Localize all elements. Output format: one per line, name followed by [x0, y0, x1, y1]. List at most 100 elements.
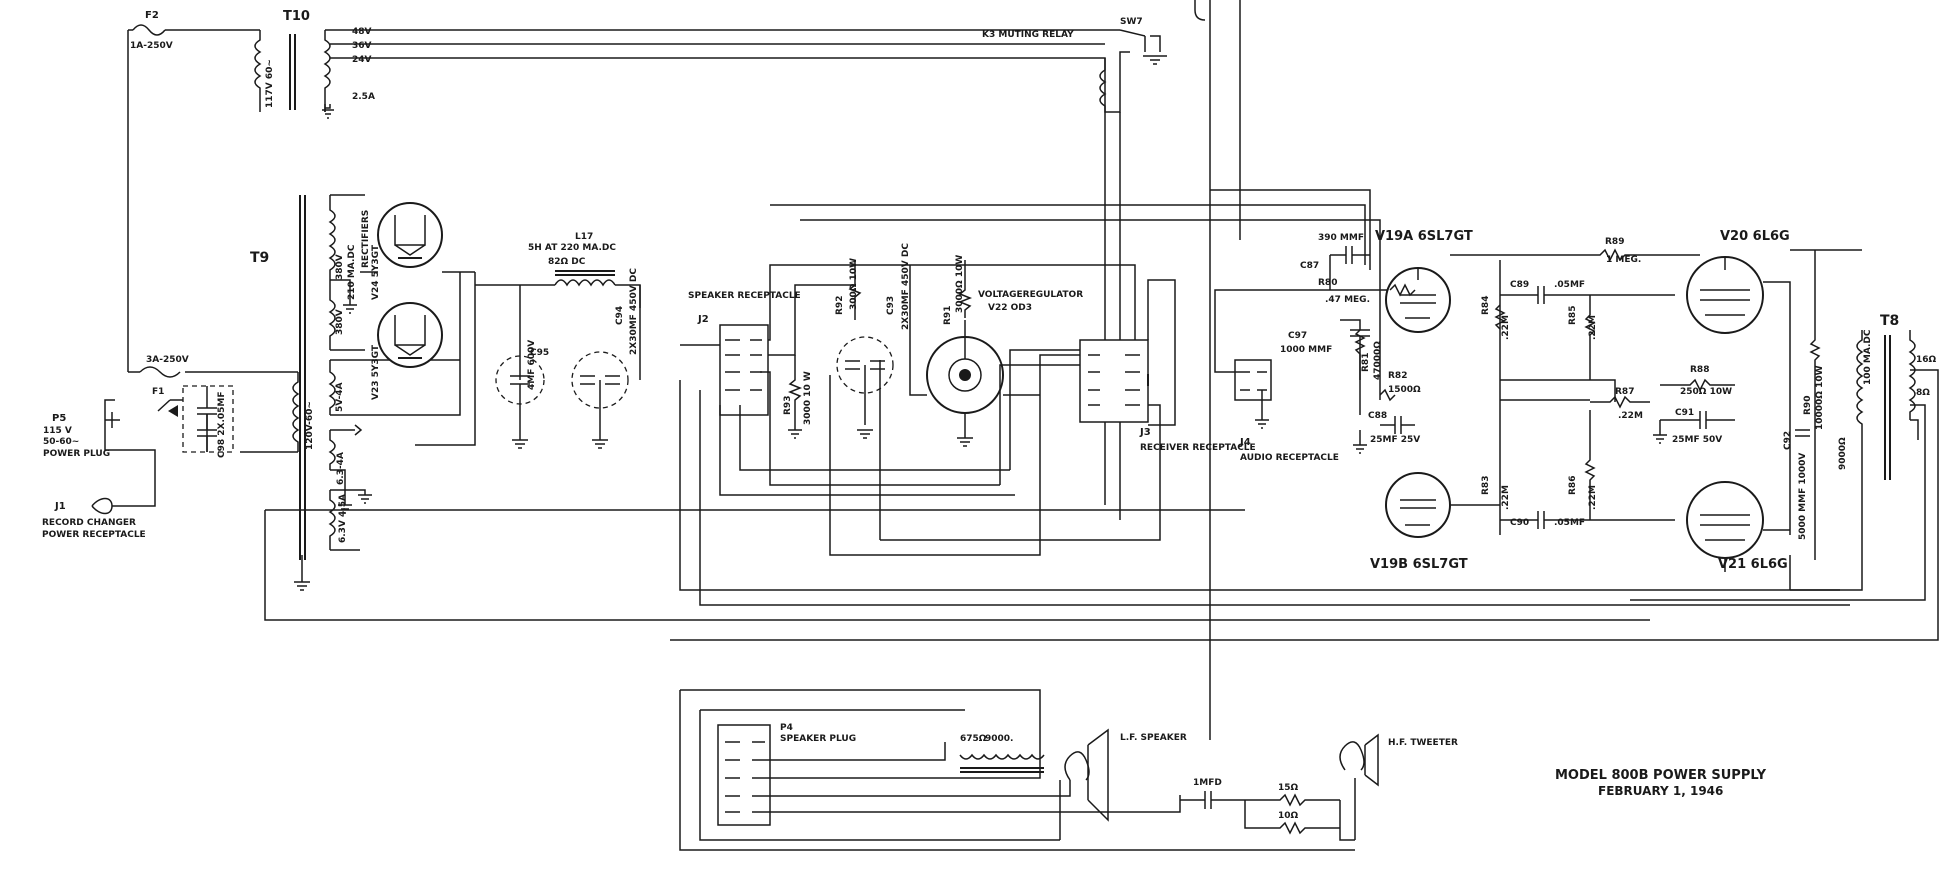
r82-value: 1500Ω [1388, 385, 1421, 395]
c95-value: 4MF 600V [527, 340, 537, 390]
r82-label: R82 [1388, 371, 1407, 381]
r81-value: 47000Ω [1373, 341, 1383, 380]
l17-spec: 5H AT 220 MA.DC [528, 243, 616, 253]
c91-value: 25MF 50V [1672, 435, 1722, 445]
c88-value: 25MF 25V [1370, 435, 1420, 445]
c98-tag: C98 2X.05MF [217, 391, 227, 458]
t10-label: T10 [283, 9, 310, 24]
t8-8-label: 8Ω [1916, 388, 1930, 398]
title-block: MODEL 800B POWER SUPPLY FEBRUARY 1, 1946 [1555, 768, 1767, 798]
v19b-label: V19B 6SL7GT [1370, 557, 1468, 572]
v19a-label: V19A 6SL7GT [1375, 229, 1473, 244]
v23-tube-icon [377, 302, 443, 368]
r80-label: R80 [1318, 278, 1337, 288]
t8-label: T8 [1880, 313, 1899, 329]
c94-value: 2X30MF 450V DC [629, 268, 639, 355]
c89-label: C89 [1510, 280, 1529, 290]
j4-label: J4 [1239, 437, 1251, 448]
c87-label: C87 [1300, 261, 1319, 271]
lf-speaker-label: L.F. SPEAKER [1120, 733, 1187, 743]
speaker-section: P4 SPEAKER PLUG 675Ω 9000. L.F. SPEAKER … [679, 689, 1458, 851]
r92-value: 300Ω 10W [849, 258, 859, 310]
j3-label: J3 [1139, 427, 1151, 438]
f2-label: F2 [145, 10, 159, 21]
r90-value: 10000Ω 10W [1815, 365, 1825, 430]
v23-label: V23 5Y3GT [371, 344, 381, 400]
r89-value: 1 MEG. [1606, 255, 1641, 265]
c92-label: C92 [1783, 431, 1793, 450]
t9-primary-label: 120V-60~ [305, 401, 315, 450]
t8-impedance-label: 9000Ω [1838, 437, 1848, 470]
p5-voltage: 115 V [43, 426, 72, 436]
v20-label: V20 6L6G [1720, 229, 1790, 244]
amplifier-section: 390 MMF C87 V19A 6SL7GT R80 .47 MEG. C97… [670, 229, 1939, 641]
title-line-1: MODEL 800B POWER SUPPLY [1555, 768, 1767, 783]
r90-label: R90 [1803, 396, 1813, 415]
power-receptacle-label: POWER RECEPTACLE [42, 530, 146, 540]
v22-label: V22 OD3 [988, 303, 1032, 313]
vr-label: VOLTAGEREGULATOR [978, 290, 1083, 300]
p5-label: P5 [52, 413, 66, 424]
c97-value: 1000 MMF [1280, 345, 1332, 355]
c89-value: .05MF [1554, 280, 1585, 290]
f1-label: F1 [152, 387, 164, 397]
r85-value: .22M [1588, 315, 1598, 340]
record-changer-label: RECORD CHANGER [42, 518, 136, 528]
power-plug-label: POWER PLUG [43, 449, 110, 459]
c90-label: C90 [1510, 518, 1529, 528]
t8-ma-label: 100 MA.DC [1863, 329, 1873, 385]
c91-label: C91 [1675, 408, 1694, 418]
t8-16-label: 16Ω [1916, 355, 1937, 365]
hf-tweeter-label: H.F. TWEETER [1388, 738, 1458, 748]
j3-receptacle [1079, 339, 1149, 423]
r88-value: 250Ω 10W [1680, 387, 1732, 397]
input-section: F1 3A-250V C98 2X.05MF P5 115 V 50-60~ P… [42, 194, 1650, 621]
title-line-2: FEBRUARY 1, 1946 [1598, 784, 1723, 798]
a25-label: 2.5A [352, 92, 375, 102]
c95-label: C95 [530, 348, 549, 358]
r93-label: R93 [783, 396, 793, 415]
r10-label: 10Ω [1278, 811, 1299, 821]
p5-frequency: 50-60~ [43, 437, 79, 447]
t9000-label: 9000. [985, 734, 1013, 744]
receiver-receptacle-label: RECEIVER RECEPTACLE [1140, 443, 1256, 453]
sw7-label: SW7 [1120, 17, 1143, 27]
r84-label: R84 [1481, 296, 1491, 315]
c93-value: 2X30MF 450V DC [901, 243, 911, 330]
v36-label: 36V [352, 41, 372, 51]
v21-label: V21 6L6G [1718, 557, 1788, 572]
j4-section: J4 AUDIO RECEPTACLE [1214, 289, 1390, 463]
c92-value: 5000 MMF 1000V [1798, 453, 1808, 540]
rectifiers-label: RECTIFIERS [361, 210, 371, 268]
speaker-receptacle-label: SPEAKER RECEPTACLE [688, 291, 801, 301]
r80-value: .47 MEG. [1325, 295, 1370, 305]
r87-label: R87 [1615, 387, 1634, 397]
f2-rating: 1A-250V [130, 41, 173, 51]
c94-label: C94 [615, 306, 625, 325]
r86-value: .22M [1588, 485, 1598, 510]
w63-label: 6.3-4A [336, 452, 346, 485]
audio-receptacle-label: AUDIO RECEPTACLE [1240, 453, 1339, 463]
r83-label: R83 [1481, 476, 1491, 495]
t9-label: T9 [250, 250, 269, 266]
r91-label: R91 [943, 306, 953, 325]
l17-res: 82Ω DC [548, 257, 586, 267]
c88-label: C88 [1368, 411, 1387, 421]
r85-label: R85 [1568, 306, 1578, 325]
r86-label: R86 [1568, 476, 1578, 495]
f1-rating: 3A-250V [146, 355, 189, 365]
hv2-label: 380V [335, 309, 345, 335]
v21-tube-icon [1686, 481, 1764, 559]
c-1mfd-label: 1MFD [1193, 778, 1222, 788]
c96-label: 390 MMF [1318, 233, 1364, 243]
r83-value: .22M [1501, 485, 1511, 510]
j2-label: J2 [697, 314, 709, 325]
k3-label: K3 MUTING RELAY [982, 30, 1074, 40]
r88-label: R88 [1690, 365, 1709, 375]
r93-value: 3000 10 W [803, 371, 813, 425]
t10-primary-label: 117V 60~ [265, 59, 275, 108]
j2-receptacle [719, 324, 769, 416]
v48-label: 48V [352, 27, 372, 37]
r81-label: R81 [1361, 353, 1371, 372]
